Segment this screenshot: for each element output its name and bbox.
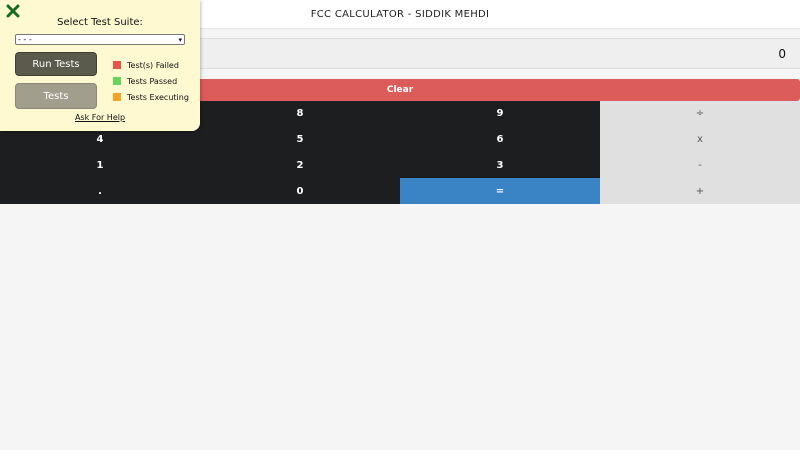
- display-value: 0: [778, 46, 786, 61]
- add-button[interactable]: +: [600, 178, 800, 204]
- legend-label: Tests Executing: [127, 92, 189, 102]
- test-legend: Test(s) Failed Tests Passed Tests Execut…: [113, 57, 189, 105]
- panel-title: Select Test Suite:: [57, 17, 143, 28]
- passed-swatch: [113, 77, 121, 85]
- decimal-button[interactable]: .: [0, 178, 200, 204]
- key-3[interactable]: 3: [400, 152, 600, 179]
- subtract-button[interactable]: -: [600, 152, 800, 179]
- key-5[interactable]: 5: [200, 126, 400, 153]
- key-8[interactable]: 8: [200, 101, 400, 127]
- divide-button[interactable]: ÷: [600, 101, 800, 127]
- run-tests-button[interactable]: Run Tests: [15, 52, 97, 76]
- legend-label: Tests Passed: [127, 76, 178, 86]
- edge-marker: [0, 153, 2, 155]
- select-value: - - -: [18, 35, 32, 44]
- failed-swatch: [113, 61, 121, 69]
- test-suite-panel: Select Test Suite: - - - ▾ Run Tests Tes…: [0, 0, 200, 131]
- legend-label: Test(s) Failed: [127, 60, 179, 70]
- key-1[interactable]: 1: [0, 152, 200, 179]
- key-9[interactable]: 9: [400, 101, 600, 127]
- close-icon[interactable]: [6, 4, 24, 22]
- equals-button[interactable]: =: [400, 178, 600, 204]
- key-2[interactable]: 2: [200, 152, 400, 179]
- chevron-down-icon: ▾: [178, 36, 182, 44]
- executing-swatch: [113, 93, 121, 101]
- clear-button[interactable]: Clear: [0, 79, 800, 101]
- key-0[interactable]: 0: [200, 178, 400, 204]
- key-4[interactable]: 4: [0, 126, 200, 153]
- multiply-button[interactable]: x: [600, 126, 800, 153]
- legend-failed: Test(s) Failed: [113, 57, 189, 73]
- tests-button[interactable]: Tests: [15, 83, 97, 109]
- legend-passed: Tests Passed: [113, 73, 189, 89]
- test-suite-select[interactable]: - - - ▾: [15, 34, 185, 45]
- ask-for-help-link[interactable]: Ask For Help: [74, 113, 126, 122]
- page-title: FCC CALCULATOR - SIDDIK MEHDI: [310, 8, 490, 20]
- key-6[interactable]: 6: [400, 126, 600, 153]
- legend-executing: Tests Executing: [113, 89, 189, 105]
- edge-marker: [0, 178, 2, 180]
